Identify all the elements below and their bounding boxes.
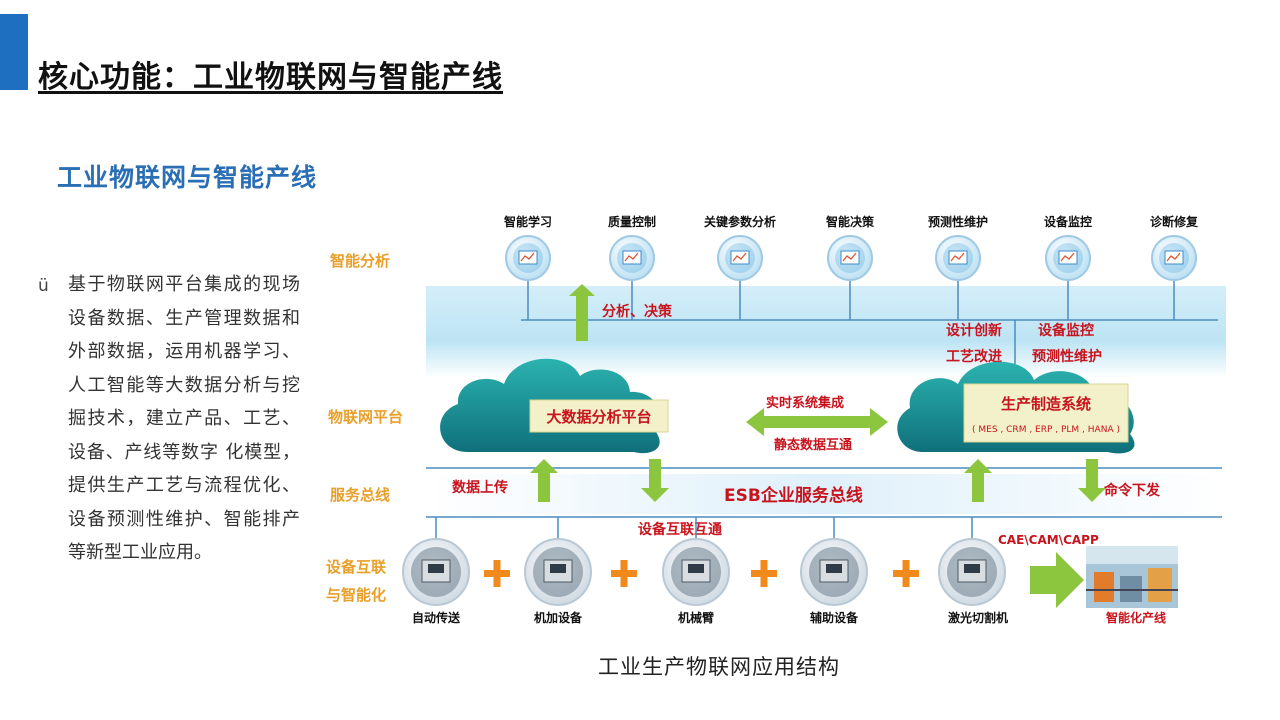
manufacturing-subsystems-label: ( MES , CRM , ERP , PLM , HANA ): [972, 425, 1120, 435]
parameter-chart-icon: [717, 235, 763, 281]
command-down-arrow: [1078, 459, 1106, 502]
bigdata-platform-label: 大数据分析平台: [546, 408, 651, 426]
analysis-item: 预测性维护: [928, 214, 988, 320]
gauge-icon: [935, 235, 981, 281]
plus-icon: [893, 560, 919, 587]
recycle-icon: [1151, 235, 1197, 281]
manufacturing-up-arrow: [964, 459, 992, 502]
iot-architecture-diagram: 智能分析 物联网平台 服务总线 设备互联 与智能化 智能学习 质量控制 关键参数分析…: [326, 214, 1226, 625]
device-items: 自动传送 机加设备 机械臂 辅助设备 激光切割机: [402, 517, 1008, 625]
body-paragraph: 基于物联网平台集成的现场 设备数据、生产管理数据和 外部数据，运用机器学习、 人…: [68, 274, 300, 563]
layer-label-bus: 服务总线: [330, 486, 390, 504]
manufacturing-system-label: 生产制造系统: [1001, 395, 1091, 413]
device-item-label: 机加设备: [534, 610, 583, 625]
device-item: 机械臂: [662, 538, 730, 625]
analysis-item-label: 质量控制: [608, 214, 656, 229]
plus-signs: [484, 560, 919, 587]
command-issue-label: 命令下发: [1103, 482, 1161, 499]
smart-line-label: 智能化产线: [1105, 610, 1166, 625]
predictive-maintenance-label: 预测性维护: [1032, 348, 1102, 365]
analysis-item: 设备监控: [1044, 214, 1092, 320]
manufacturing-system-cloud: 生产制造系统 ( MES , CRM , ERP , PLM , HANA ): [897, 361, 1135, 454]
layer-label-platform: 物联网平台: [328, 408, 403, 426]
device-item: 机加设备: [524, 538, 592, 625]
analysis-item: 关键参数分析: [704, 214, 776, 320]
device-item-label: 自动传送: [412, 610, 461, 625]
analysis-up-arrow: [569, 284, 595, 341]
bigdata-platform-cloud: 大数据分析平台: [440, 358, 669, 454]
bullet-marker: ü: [38, 276, 49, 296]
brain-icon: [505, 235, 551, 281]
analysis-item: 诊断修复: [1150, 214, 1199, 320]
analysis-item: 智能学习: [503, 214, 552, 320]
analysis-item-label: 设备监控: [1044, 214, 1092, 229]
conveyor-icon: [402, 538, 470, 606]
cae-cam-capp-label: CAE\CAM\CAPP: [998, 533, 1099, 547]
device-item-label: 激光切割机: [948, 610, 1008, 625]
to-smart-line-arrow: [1030, 552, 1084, 608]
layer-label-devices-line1: 设备互联: [326, 558, 387, 576]
design-innovation-label: 设计创新: [946, 322, 1002, 339]
device-item-label: 机械臂: [678, 610, 714, 625]
device-interconnect-label: 设备互联互通: [638, 521, 722, 538]
quality-chart-icon: [609, 235, 655, 281]
layer-label-analysis: 智能分析: [330, 252, 390, 270]
device-item: 激光切割机: [938, 538, 1008, 625]
cnc-machine-icon: [524, 538, 592, 606]
data-upload-label: 数据上传: [452, 479, 508, 496]
data-download-arrow: [641, 459, 669, 502]
device-item: 自动传送: [402, 538, 470, 625]
integration-double-arrow: [746, 408, 888, 436]
smart-line-image: [1086, 546, 1178, 608]
analysis-item-label: 诊断修复: [1150, 214, 1199, 229]
equipment-monitoring-label: 设备监控: [1038, 322, 1094, 339]
data-upload-arrow: [530, 459, 558, 502]
page-title: 核心功能：工业物联网与智能产线: [38, 60, 503, 95]
analysis-item: 质量控制: [608, 214, 656, 320]
layer-label-devices-line2: 与智能化: [326, 586, 386, 604]
plus-icon: [611, 560, 637, 587]
process-improvement-label: 工艺改进: [946, 348, 1002, 365]
robot-arm-icon: [662, 538, 730, 606]
analysis-item-label: 智能决策: [825, 214, 875, 229]
analysis-item: 智能决策: [825, 214, 875, 320]
plus-icon: [751, 560, 777, 587]
device-item-label: 辅助设备: [810, 610, 859, 625]
analysis-items: 智能学习 质量控制 关键参数分析 智能决策 预测性维护 设备监控 诊断修复: [503, 214, 1199, 320]
auxiliary-equipment-icon: [800, 538, 868, 606]
analysis-item-label: 智能学习: [503, 214, 552, 229]
esb-bus-label: ESB企业服务总线: [724, 485, 863, 506]
decision-dashboard-icon: [827, 235, 873, 281]
device-item: 辅助设备: [800, 538, 868, 625]
analysis-item-label: 关键参数分析: [704, 214, 776, 229]
monitor-grid-icon: [1045, 235, 1091, 281]
analysis-decision-label: 分析、决策: [602, 303, 673, 320]
section-title: 工业物联网与智能产线: [57, 163, 318, 192]
diagram-caption: 工业生产物联网应用结构: [598, 655, 840, 679]
laser-cutter-icon: [938, 538, 1006, 606]
plus-icon: [484, 560, 510, 587]
analysis-item-label: 预测性维护: [928, 214, 988, 229]
realtime-integration-label: 实时系统集成: [766, 395, 844, 411]
static-data-exchange-label: 静态数据互通: [774, 437, 852, 453]
title-accent-bar: [0, 14, 28, 90]
